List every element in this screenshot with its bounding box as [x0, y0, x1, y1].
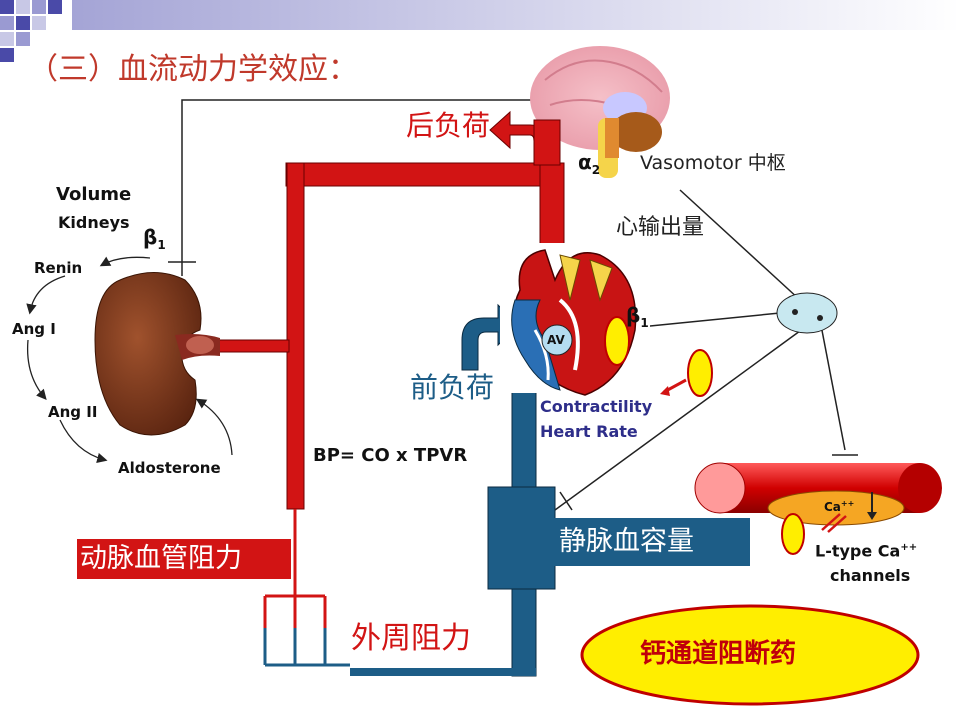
ca-superscript: ++	[840, 499, 855, 508]
kidney-illustration	[94, 272, 220, 436]
ltype-text: L-type Ca	[815, 541, 901, 561]
blocker-marker	[660, 349, 713, 397]
afterload-arrow	[489, 110, 561, 166]
peripheral-resistance-label: 外周阻力	[351, 621, 471, 656]
ang2-label: Ang II	[48, 403, 98, 421]
beta-letter: β	[143, 225, 158, 249]
page-title: （三）血流动力学效应：	[28, 52, 358, 87]
arterial-resistance-label: 动脉血管阻力	[80, 543, 242, 574]
alpha2-symbol: α2	[578, 152, 600, 176]
arterial-resistance-box	[77, 539, 291, 579]
ltype-superscript: ++	[900, 542, 918, 553]
av-node-label: AV	[547, 333, 565, 347]
venous-volume-label: 静脉血容量	[559, 526, 694, 557]
kidneys-label: Kidneys	[58, 213, 130, 232]
beta-letter: β	[626, 303, 641, 327]
heart-illustration	[500, 243, 650, 396]
brain-illustration	[530, 46, 670, 178]
vessel-illustration	[694, 462, 942, 555]
renin-label: Renin	[34, 259, 83, 277]
preload-label: 前负荷	[410, 371, 495, 404]
bp-formula: BP= CO x TPVR	[313, 445, 468, 466]
ang1-label: Ang I	[12, 320, 56, 338]
beta-subscript: 1	[640, 316, 649, 330]
heart-rate-label: Heart Rate	[540, 422, 638, 441]
ltype-channel-label: L-type Ca++	[815, 543, 917, 559]
ca-ion-label: Ca++	[824, 499, 855, 514]
beta1-heart: β1	[626, 305, 649, 329]
channels-label: channels	[830, 566, 911, 585]
ccb-ellipse	[580, 604, 920, 706]
contractility-label: Contractility	[540, 397, 653, 416]
afterload-label: 后负荷	[406, 109, 491, 142]
beta1-kidney: β1	[143, 227, 166, 251]
raas-arrows	[26, 256, 233, 464]
cardiac-output-label: 心输出量	[616, 215, 705, 240]
venous-volume-box	[550, 518, 750, 566]
volume-label: Volume	[56, 184, 132, 205]
header-decoration	[0, 0, 960, 62]
ccb-label: 钙通道阻断药	[640, 639, 797, 669]
vein-path	[350, 379, 556, 677]
alpha-subscript: 2	[591, 163, 601, 177]
ca-text: Ca	[824, 500, 841, 514]
vasomotor-node	[776, 292, 838, 334]
alpha-letter: α	[578, 150, 592, 174]
beta-subscript: 1	[157, 238, 166, 252]
aldosterone-label: Aldosterone	[118, 459, 221, 477]
vasomotor-label: Vasomotor 中枢	[640, 152, 786, 174]
